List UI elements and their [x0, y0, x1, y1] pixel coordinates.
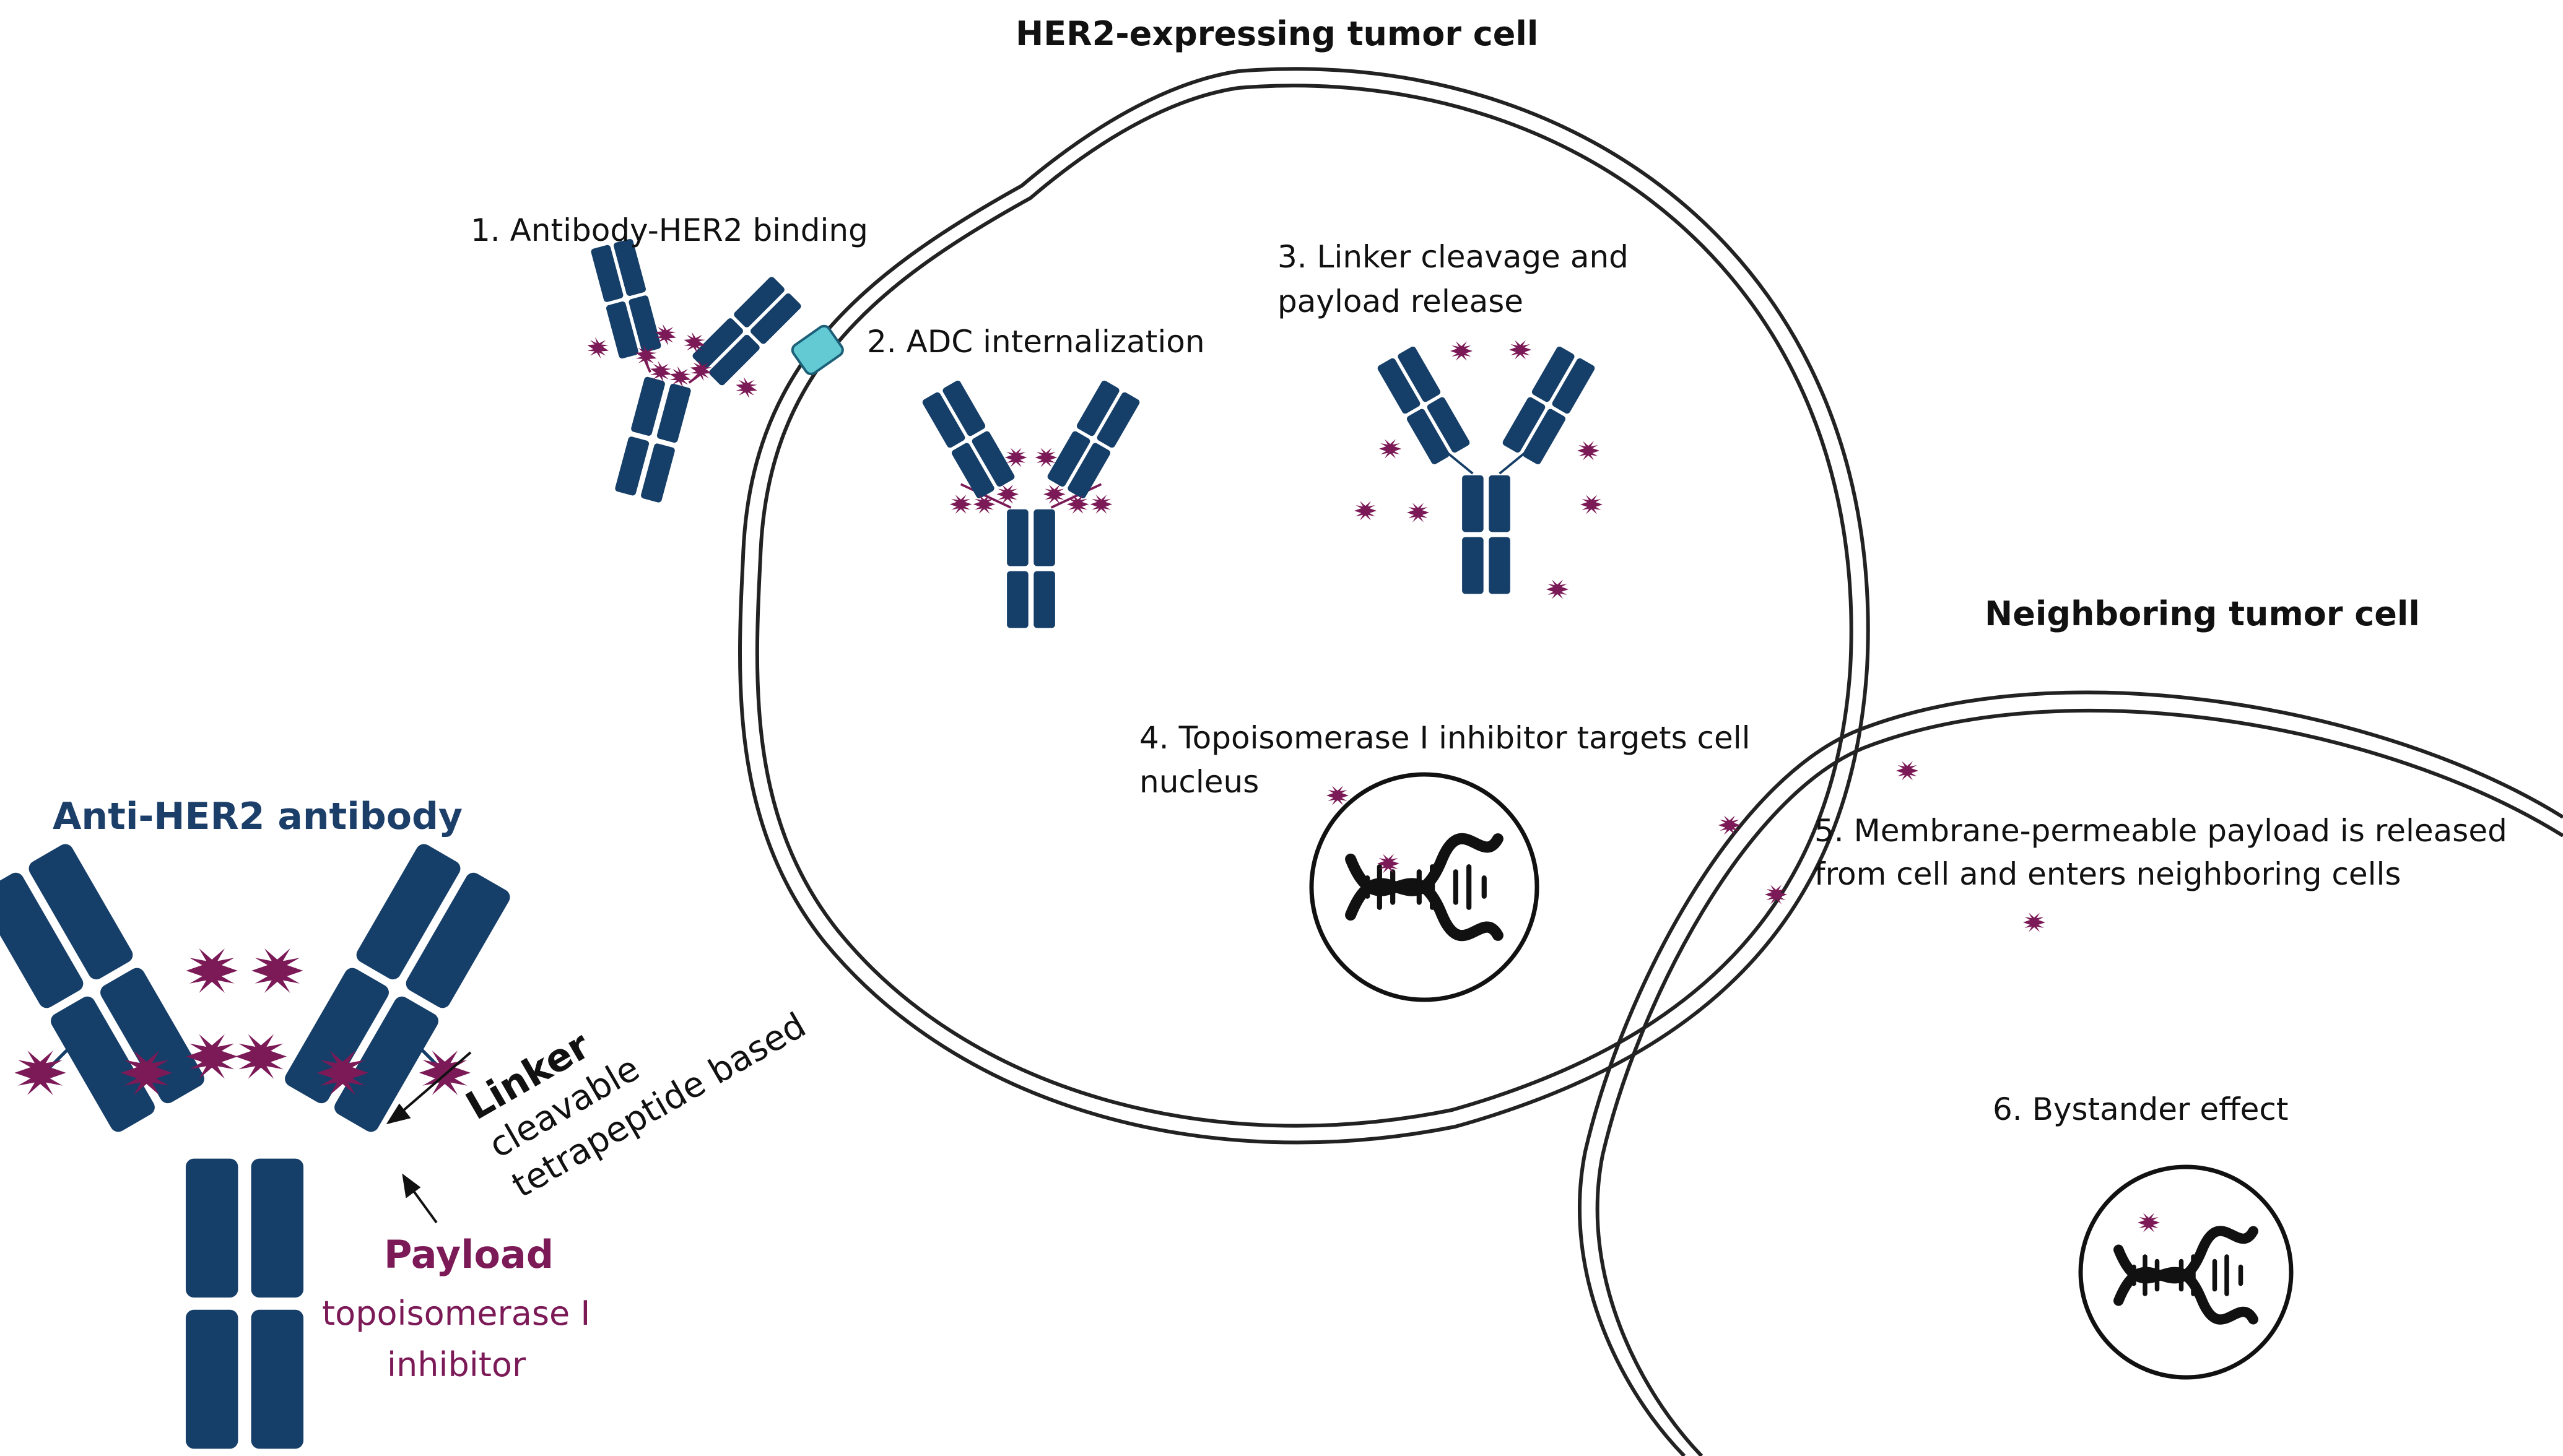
legend-payload-label: Payload	[384, 1232, 554, 1277]
nucleus-icon-target	[1309, 772, 1539, 1002]
legend-payload-line1: topoisomerase I	[322, 1294, 591, 1333]
antibody-icon-cleaved	[1354, 340, 1603, 599]
her2-cell-title: HER2-expressing tumor cell	[1016, 14, 1539, 53]
step-5-label-line2: from cell and enters neighboring cells	[1814, 856, 2401, 892]
neighbor-cell-membrane	[1578, 690, 2563, 1456]
neighbor-cell-title: Neighboring tumor cell	[1985, 594, 2420, 633]
step-1-label: 1. Antibody-HER2 binding	[471, 212, 868, 248]
step-2-label: 2. ADC internalization	[867, 324, 1205, 360]
step-5-label-line1: 5. Membrane-permeable payload is release…	[1814, 813, 2507, 849]
legend-title: Anti-HER2 antibody	[53, 795, 463, 838]
legend-payload-line2: inhibitor	[387, 1345, 526, 1384]
step-6-label: 6. Bystander effect	[1993, 1091, 2289, 1127]
step-4-label-line2: nucleus	[1139, 764, 1260, 800]
step-3-label-line1: 3. Linker cleavage and	[1277, 239, 1629, 275]
antibody-icon-internalized	[921, 379, 1141, 628]
antibody-icon-binding	[531, 228, 808, 526]
nucleus-icon-bystander	[2078, 1164, 2294, 1380]
step-3-label-line2: payload release	[1277, 284, 1524, 319]
her2-receptor-icon	[791, 324, 844, 376]
her2-cell-membrane	[738, 67, 1870, 1145]
step-4-label-line1: 4. Topoisomerase I inhibitor targets cel…	[1139, 720, 1751, 756]
legend-antibody	[0, 841, 513, 1449]
